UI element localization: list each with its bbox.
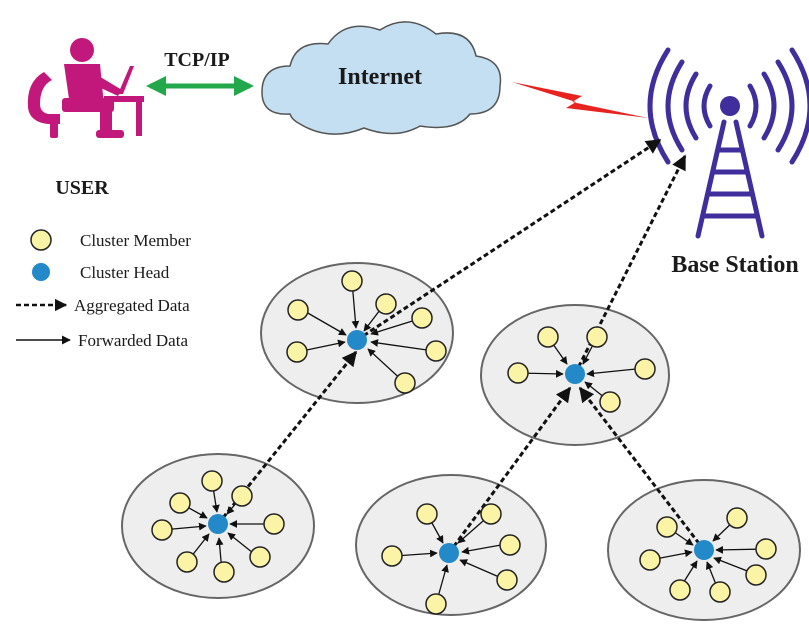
cluster-member [755, 538, 777, 560]
user-icon [27, 38, 144, 138]
cluster-member [394, 372, 416, 394]
legend-member-swatch [30, 229, 52, 251]
cluster-member [213, 561, 235, 583]
cluster-member [425, 340, 447, 362]
cluster-member [599, 391, 621, 413]
cluster-member [263, 513, 285, 535]
legend-head-label: Cluster Head [80, 263, 170, 282]
cluster-member [375, 293, 397, 315]
cluster-head [347, 330, 367, 350]
cluster-head [694, 540, 714, 560]
cloud-icon [261, 21, 502, 135]
cluster-member [586, 326, 608, 348]
cluster-member [286, 341, 308, 363]
cluster-member [201, 470, 223, 492]
cluster-member [416, 503, 438, 525]
cluster-member [341, 270, 363, 292]
cluster-2 [507, 326, 656, 413]
base-station-label: Base Station [671, 252, 798, 278]
antenna-tip [720, 96, 740, 116]
cluster-member [169, 492, 191, 514]
cluster-member [151, 519, 173, 541]
legend-forwarded-label: Forwarded Data [78, 331, 188, 350]
cluster-member [496, 569, 518, 591]
cluster-member [745, 564, 767, 586]
cluster-member [507, 362, 529, 384]
cluster-3 [151, 470, 285, 583]
cluster-member [726, 507, 748, 529]
cluster-member [669, 579, 691, 601]
legend: Cluster Member Cluster Head Aggregated D… [16, 229, 191, 350]
cluster-1 [286, 270, 447, 394]
cluster-member [381, 545, 403, 567]
cluster-member [176, 551, 198, 573]
legend-aggregated-label: Aggregated Data [74, 296, 190, 315]
cluster-member [499, 534, 521, 556]
cluster-head [208, 514, 228, 534]
aggregated-link-c5-c2 [578, 386, 706, 551]
internet-label: Internet [338, 64, 422, 90]
cluster-member [480, 503, 502, 525]
cluster-head [565, 364, 585, 384]
user-label: USER [55, 177, 109, 199]
cluster-member [709, 581, 731, 603]
cluster-member [656, 516, 678, 538]
cluster-head [439, 543, 459, 563]
aggregated-link-c1-bs [356, 138, 662, 342]
cluster-member [287, 299, 309, 321]
tcpip-label: TCP/IP [164, 49, 230, 71]
cluster-member [231, 485, 253, 507]
cluster-member [411, 307, 433, 329]
cluster-member [249, 546, 271, 568]
cluster-5 [639, 507, 777, 603]
radio-tower-icon [647, 47, 809, 239]
legend-head-swatch [32, 263, 50, 281]
cluster-4 [381, 503, 521, 615]
legend-member-label: Cluster Member [80, 231, 191, 250]
cluster-member [639, 549, 661, 571]
cluster-member [634, 358, 656, 380]
lightning-bolt-icon [512, 82, 648, 118]
cluster-member [537, 326, 559, 348]
aggregated-link-c4-c2 [447, 386, 572, 554]
cluster-member [425, 593, 447, 615]
